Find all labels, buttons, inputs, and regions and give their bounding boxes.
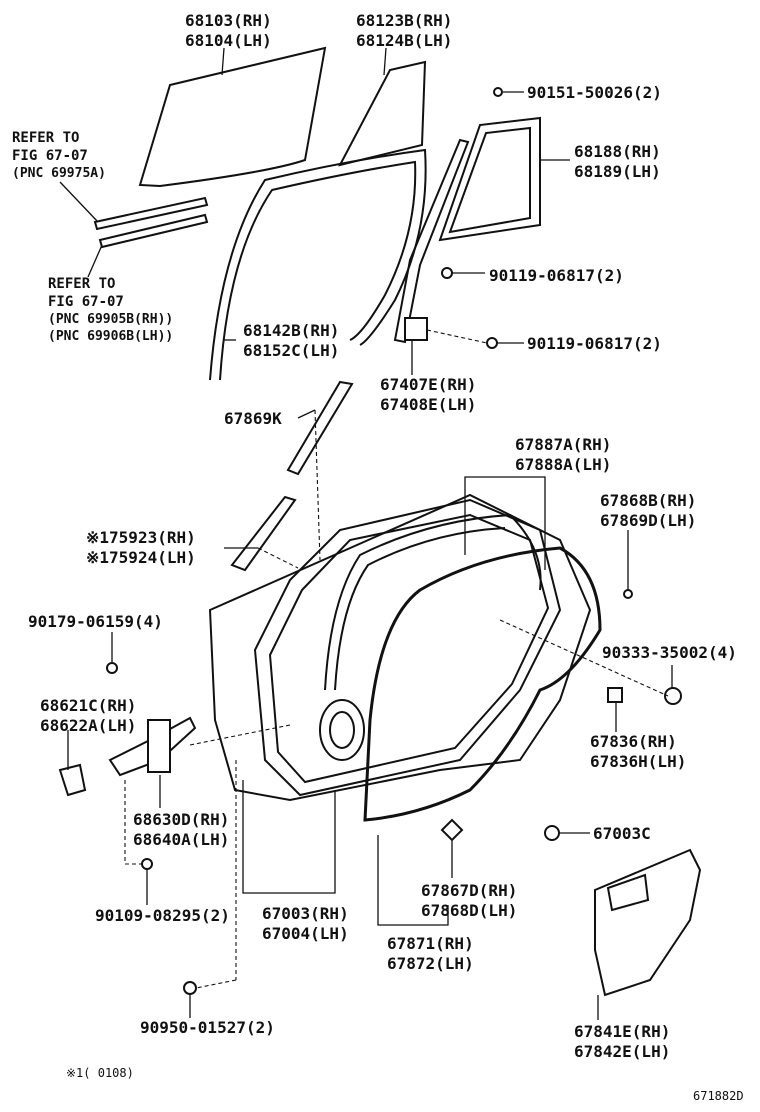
clip-67867d <box>440 818 464 842</box>
leader <box>257 547 299 569</box>
bolt-90151 <box>493 87 503 97</box>
door-inner-frame <box>253 498 562 797</box>
leader <box>242 780 336 894</box>
quarter-glass <box>338 60 427 167</box>
plug-90333 <box>664 687 682 705</box>
footnote: ※1( 0108) <box>66 1066 134 1080</box>
speaker-hole-inner <box>329 711 355 749</box>
division-bar <box>393 138 470 344</box>
label-67003c: 67003C <box>593 824 651 843</box>
label-67872: 67872(LH) <box>387 954 474 973</box>
leader <box>189 724 291 746</box>
label-68640a: 68640A(LH) <box>133 830 229 849</box>
hinge-body <box>147 719 171 773</box>
leader <box>464 476 546 570</box>
label-68103: 68103(RH) <box>185 11 272 30</box>
leader <box>87 244 103 278</box>
ref2-label-line2: FIG 67-07 <box>48 294 124 310</box>
leader <box>195 979 237 989</box>
label-68124b: 68124B(LH) <box>356 31 452 50</box>
door-inner-frame-2 <box>268 513 550 784</box>
label-175923: ※175923(RH) <box>86 528 196 547</box>
quarter-window-frame <box>438 116 541 242</box>
label-90151: 90151-50026(2) <box>527 83 662 102</box>
screw-90119-upper <box>441 267 453 279</box>
door-trim-panel <box>594 848 702 997</box>
label-67841e: 67841E(RH) <box>574 1022 670 1041</box>
label-68123b: 68123B(RH) <box>356 11 452 30</box>
leader <box>383 47 387 76</box>
plug-67003c <box>544 825 560 841</box>
diagram-id: 671882D <box>693 1089 744 1103</box>
belt-moulding-lower <box>98 213 209 249</box>
door-check <box>58 763 87 797</box>
leader <box>59 181 99 223</box>
label-68104: 68104(LH) <box>185 31 272 50</box>
side-moulding <box>230 495 297 572</box>
door-weatherstrip <box>324 513 542 691</box>
label-67836h: 67836H(LH) <box>590 752 686 771</box>
bolt-90179 <box>106 662 118 674</box>
label-67407e: 67407E(RH) <box>380 375 476 394</box>
leader <box>499 619 669 697</box>
ref-label-line3: (PNC 69975A) <box>12 166 106 181</box>
label-67004: 67004(LH) <box>262 924 349 943</box>
leader <box>297 409 316 419</box>
screw-90119-lower <box>486 337 498 349</box>
door-glass <box>138 46 327 188</box>
label-68622a: 68622A(LH) <box>40 716 136 735</box>
ref2-label-line1: REFER TO <box>48 276 115 292</box>
ref-label-line2: FIG 67-07 <box>12 148 88 164</box>
label-67836: 67836(RH) <box>590 732 677 751</box>
door-opening-weatherstrip <box>363 546 602 822</box>
label-67871: 67871(RH) <box>387 934 474 953</box>
leader <box>426 329 488 344</box>
label-67869k: 67869K <box>224 409 282 428</box>
label-90109: 90109-08295(2) <box>95 906 230 925</box>
quarter-window-frame-inner <box>448 126 531 234</box>
plug-90950 <box>183 981 197 995</box>
label-67869d: 67869D(LH) <box>600 511 696 530</box>
label-90119-lower: 90119-06817(2) <box>527 334 662 353</box>
label-90179: 90179-06159(4) <box>28 612 163 631</box>
label-68621c: 68621C(RH) <box>40 696 136 715</box>
label-68142b: 68142B(RH) <box>243 321 339 340</box>
label-67408e: 67408E(LH) <box>380 395 476 414</box>
door-weatherstrip-2 <box>334 527 506 691</box>
label-67868d: 67868D(LH) <box>421 901 517 920</box>
label-67868b: 67868B(RH) <box>600 491 696 510</box>
label-68189: 68189(LH) <box>574 162 661 181</box>
ref-label-line1: REFER TO <box>12 130 79 146</box>
label-90950: 90950-01527(2) <box>140 1018 275 1037</box>
label-67887a: 67887A(RH) <box>515 435 611 454</box>
belt-moulding-upper <box>93 196 209 231</box>
label-67867d: 67867D(RH) <box>421 881 517 900</box>
label-90119-upper: 90119-06817(2) <box>489 266 624 285</box>
hole-plug-67836 <box>607 687 623 703</box>
bolt-90109 <box>141 858 153 870</box>
ref2-label-line3: (PNC 69905B(RH)) <box>48 312 173 327</box>
label-67842e: 67842E(LH) <box>574 1042 670 1061</box>
label-90333: 90333-35002(4) <box>602 643 737 662</box>
clip-67868b <box>623 589 633 599</box>
label-68152c: 68152C(LH) <box>243 341 339 360</box>
door-trim-handle <box>606 873 650 912</box>
label-68630d: 68630D(RH) <box>133 810 229 829</box>
label-67003: 67003(RH) <box>262 904 349 923</box>
leader <box>221 47 225 76</box>
weatherstrip-67869k <box>286 380 354 476</box>
glass-run-channel-inner <box>219 160 417 381</box>
ref2-label-line4: (PNC 69906B(LH)) <box>48 329 173 344</box>
label-67888a: 67888A(LH) <box>515 455 611 474</box>
label-68188: 68188(RH) <box>574 142 661 161</box>
glass-run-channel <box>209 148 427 381</box>
division-bar-bracket <box>404 317 428 341</box>
speaker-hole <box>319 699 365 761</box>
leader <box>377 835 449 926</box>
label-175924: ※175924(LH) <box>86 548 196 567</box>
